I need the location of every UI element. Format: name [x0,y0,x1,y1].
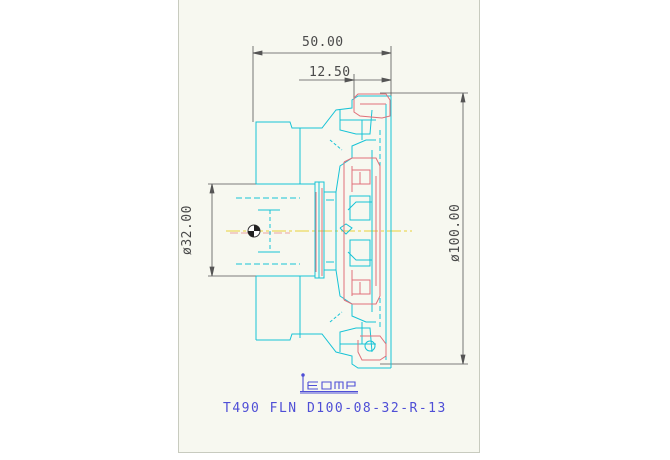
drawing-sheet [178,0,480,453]
dimension-partial-length: 12.50 [309,65,351,80]
coolant-hole-symbol [247,224,261,238]
dimension-overall-length: 50.00 [302,35,344,50]
brand-logo-icon [300,373,358,394]
cutter-section [315,93,391,361]
dimension-cutting-diameter: ø100.00 [448,203,463,262]
dimension-lines [208,46,468,365]
dimension-bore-diameter: ø32.00 [180,205,195,255]
part-code-label: T490 FLN D100-08-32-R-13 [223,401,447,416]
